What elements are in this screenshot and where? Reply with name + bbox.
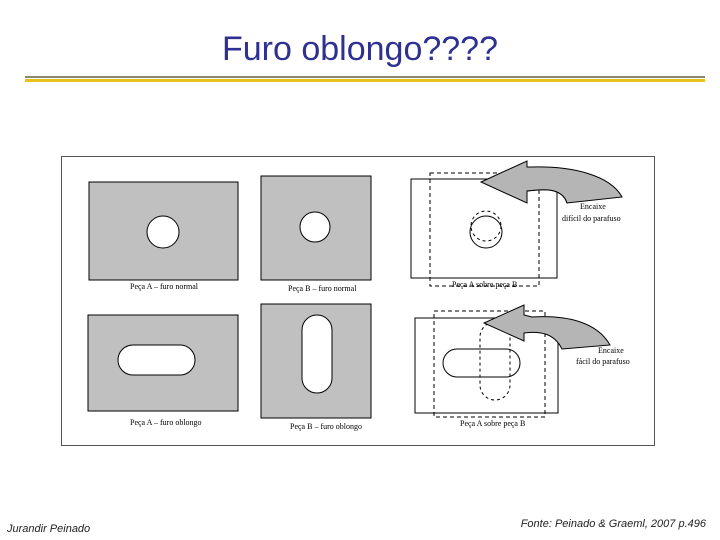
note-encaixe-facil-line2: fácil do parafuso: [576, 357, 630, 366]
note-encaixe-facil-line1: Encaixe: [598, 346, 624, 355]
peca-b-oblongo-plate: [260, 303, 372, 419]
source-footer: Fonte: Peinado & Graeml, 2007 p.496: [520, 518, 706, 530]
note-encaixe-dificil-line2: difícil do parafuso: [562, 214, 621, 223]
title-divider-line: [25, 76, 705, 78]
peca-b-normal-plate: [260, 175, 372, 281]
slide-title: Furo oblongo????: [221, 30, 498, 68]
caption-peca-a-normal: Peça A – furo normal: [130, 282, 199, 291]
overlay-normal-diagram: [410, 160, 623, 287]
title-accent-line: [25, 79, 705, 82]
caption-peca-b-normal: Peça B – furo normal: [288, 284, 357, 293]
oblong-slot-horizontal: [117, 344, 196, 376]
curved-arrow-icon: [482, 304, 611, 350]
note-encaixe-dificil-line1: Encaixe: [580, 202, 606, 211]
overlay-oblongo-diagram: [414, 304, 611, 418]
hole-diagram-svg: Peça A – furo normal Peça B – furo norma…: [87, 160, 630, 431]
caption-a-sobre-b-top: Peça A sobre peça B: [452, 280, 517, 289]
oblong-slot-vertical: [301, 314, 333, 394]
author-footer: Jurandir Peinado: [7, 523, 91, 535]
caption-peca-b-oblongo: Peça B – furo oblongo: [290, 422, 362, 431]
caption-a-sobre-b-bottom: Peça A sobre peça B: [460, 419, 525, 428]
peca-a-normal-plate: [88, 181, 239, 281]
hole-diagram: Peça A – furo normal Peça B – furo norma…: [61, 156, 655, 446]
caption-peca-a-oblongo: Peça A – furo oblongo: [130, 418, 202, 427]
round-hole: [299, 211, 331, 243]
round-hole: [146, 215, 180, 249]
peca-a-oblongo-plate: [87, 314, 239, 412]
